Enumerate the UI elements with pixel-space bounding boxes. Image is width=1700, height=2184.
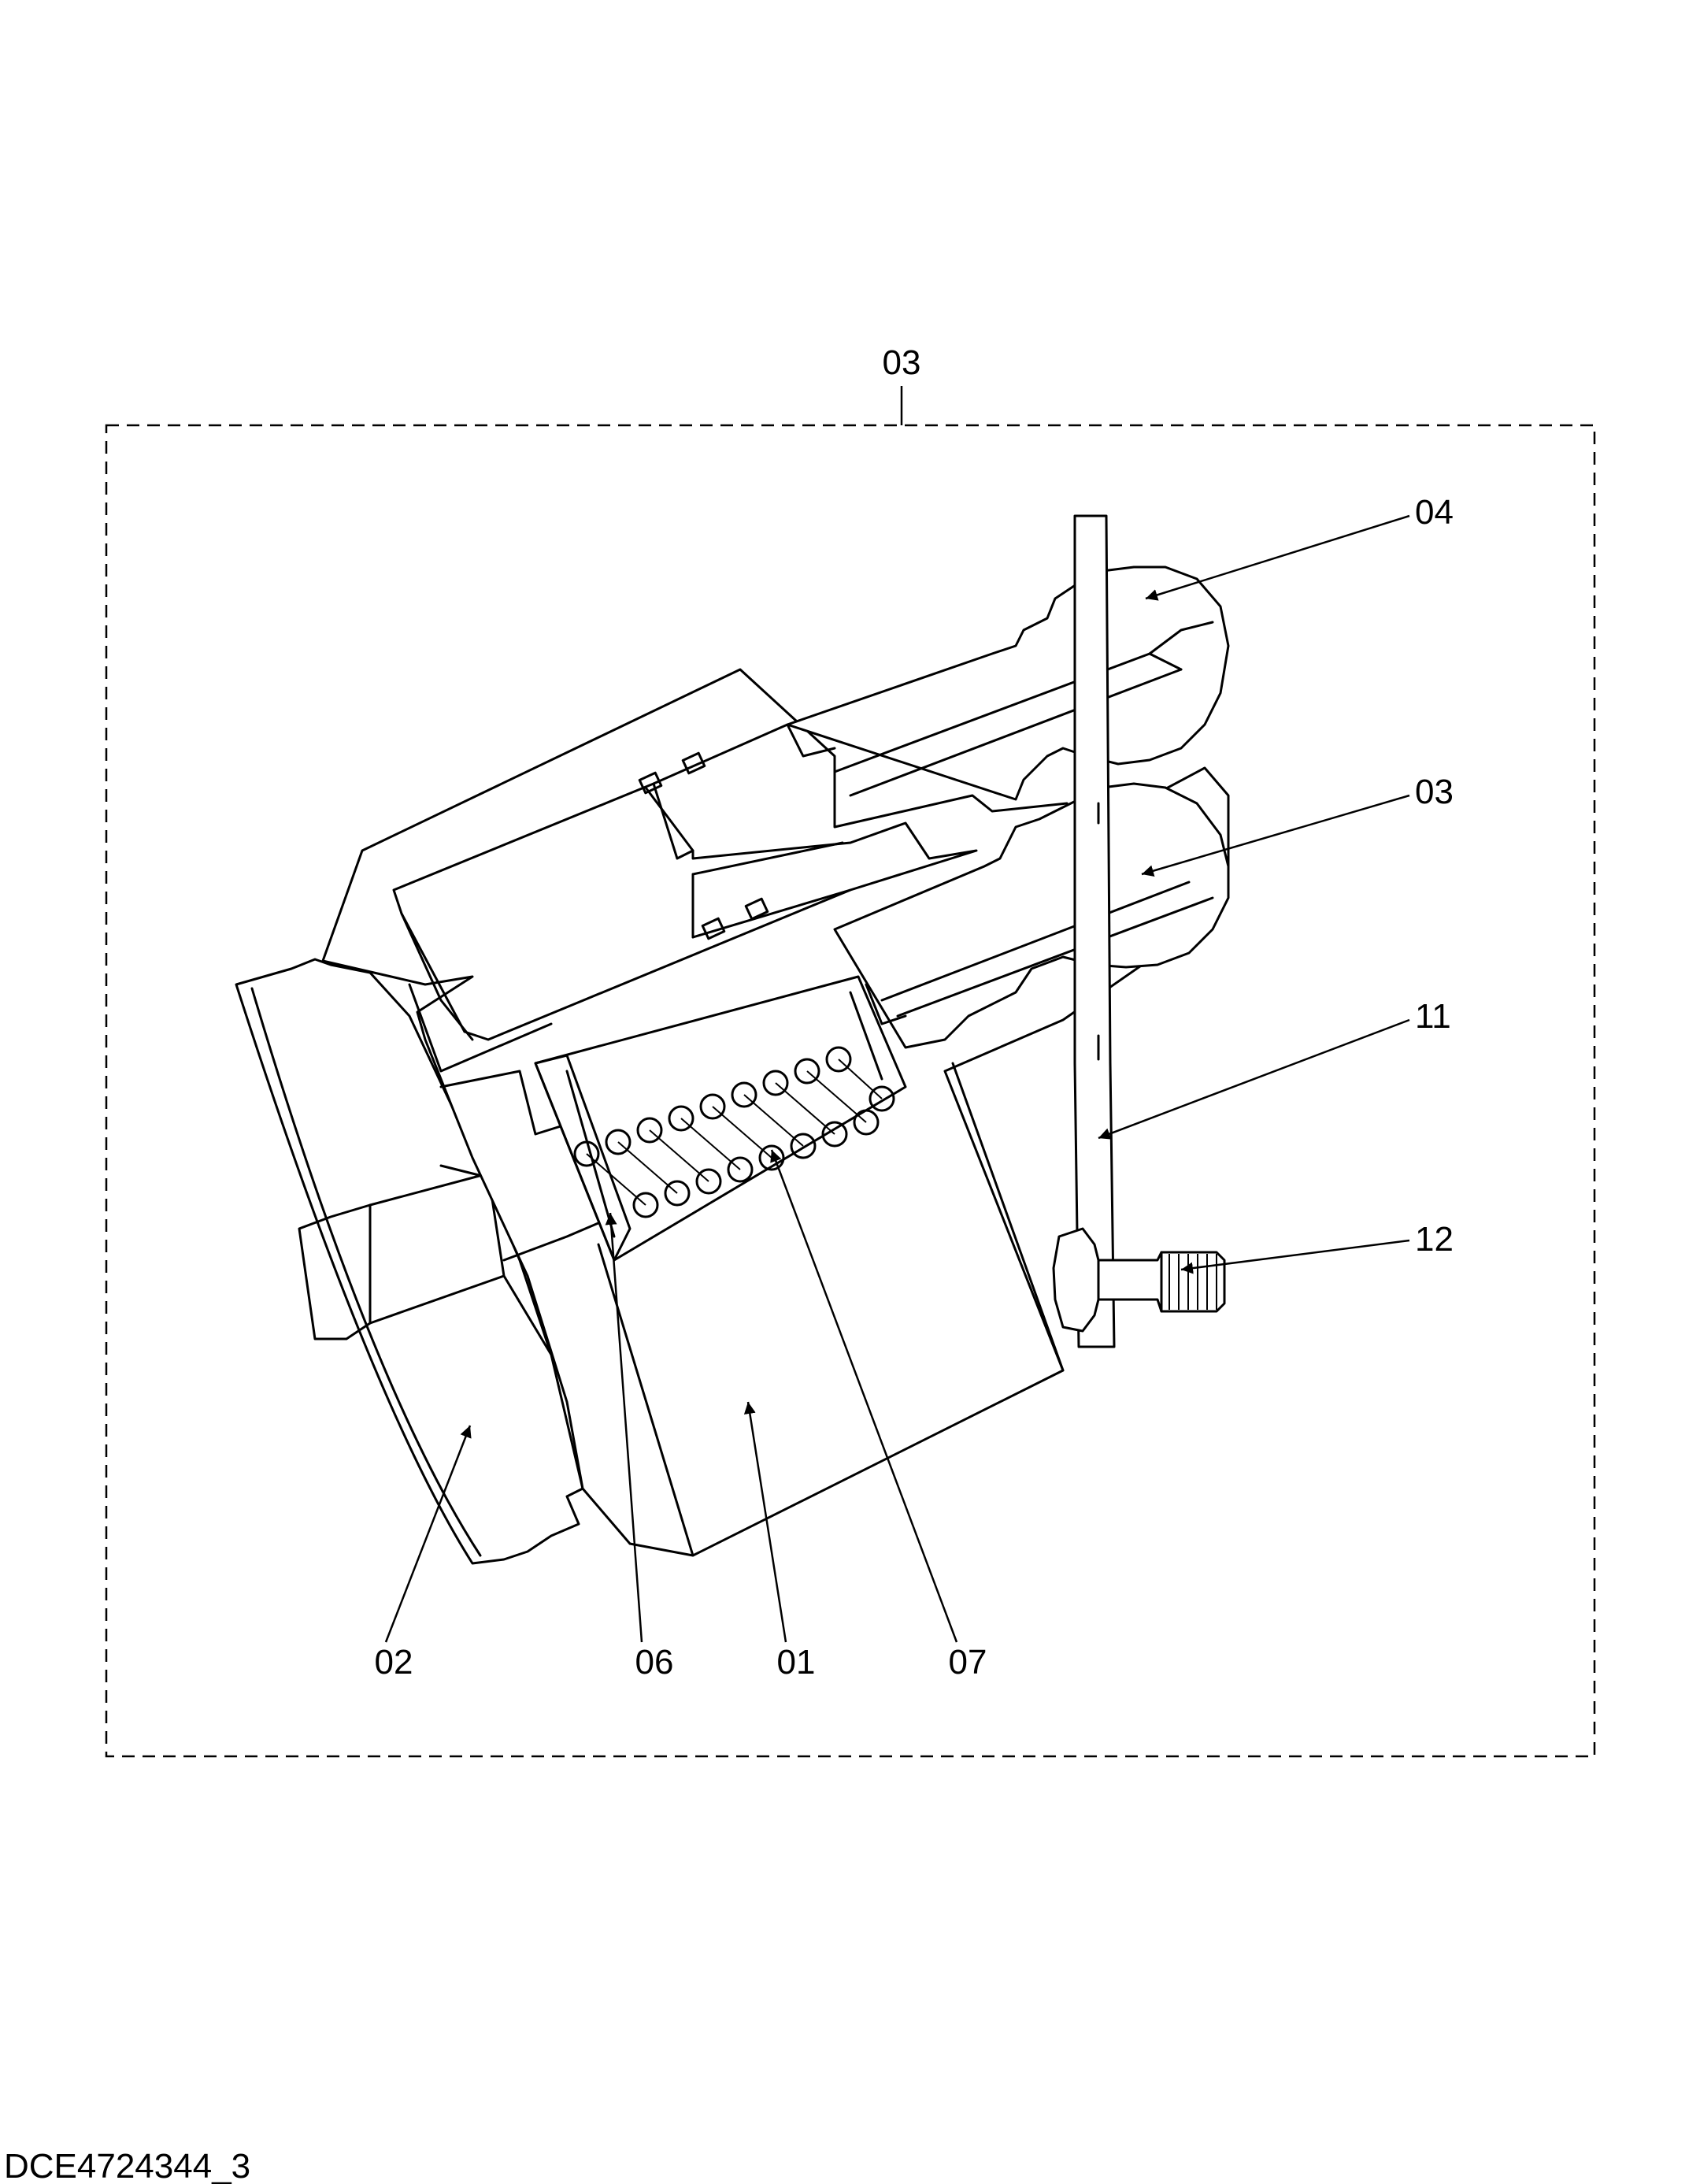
- leader-04: [1145, 514, 1410, 601]
- part-06-spring-seat: [534, 1054, 631, 1262]
- label-06: 06: [635, 1643, 674, 1682]
- part-02-end-plate: [235, 958, 584, 1565]
- part-04-ball-rod: [786, 565, 1230, 801]
- label-04: 04: [1415, 493, 1454, 532]
- callouts: 03 04 03 11 12 02 06 01 07 DCE4724344_3: [4, 343, 1454, 2184]
- leader-02: [384, 1425, 472, 1643]
- leader-07: [770, 1149, 958, 1643]
- part-07-spring: [573, 1046, 895, 1218]
- part-03-ball-rod: [833, 782, 1230, 1049]
- part-12-bolt: [1052, 1227, 1226, 1333]
- drawing-id: DCE4724344_3: [4, 2147, 250, 2184]
- leader-03: [1141, 794, 1410, 877]
- assembly-boundary: [105, 424, 1596, 1758]
- spring-bore: [534, 975, 907, 1262]
- leader-11: [1098, 1018, 1410, 1140]
- label-12: 12: [1415, 1220, 1454, 1259]
- leader-12: [1180, 1239, 1410, 1274]
- label-01: 01: [777, 1643, 816, 1682]
- leader-06: [605, 1212, 643, 1643]
- label-11: 11: [1415, 997, 1451, 1036]
- label-assembly-03: 03: [883, 343, 921, 382]
- label-03: 03: [1415, 773, 1454, 811]
- part-11-plate: [1073, 514, 1116, 1348]
- label-02: 02: [375, 1643, 413, 1682]
- leader-01: [743, 1401, 787, 1643]
- label-07: 07: [949, 1643, 987, 1682]
